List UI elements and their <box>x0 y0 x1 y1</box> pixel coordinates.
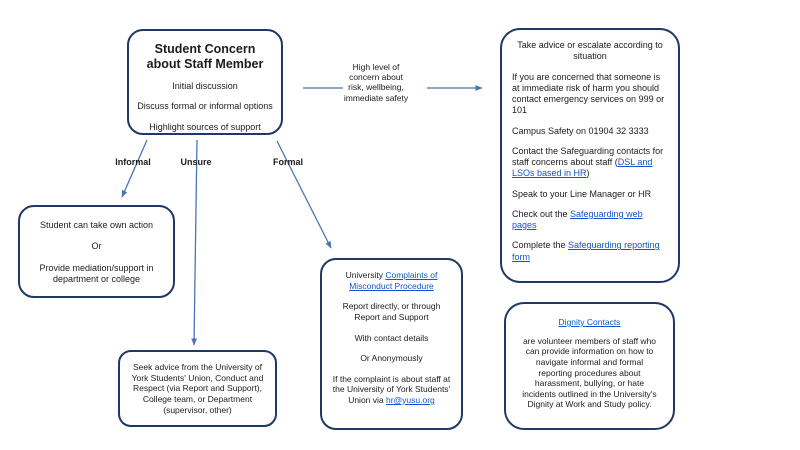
contact-details-text: With contact details <box>354 332 429 343</box>
web-pages-pre: Check out the <box>512 208 571 219</box>
safeguarding-contacts-post: ) <box>586 168 590 179</box>
emergency-services-text: If you are concerned that someone is at … <box>512 71 665 116</box>
high-level-concern-note: High level of concern about risk, wellbe… <box>343 62 409 103</box>
informal-branch-label: Informal <box>115 157 151 167</box>
own-action-line: Student can take own action <box>39 220 154 230</box>
reporting-form-pre: Complete the <box>512 240 569 251</box>
highlight-support-item: Highlight sources of support <box>149 121 261 132</box>
dignity-contacts-link[interactable]: Dignity Contacts <box>558 317 621 327</box>
unsure-branch-label: Unsure <box>180 157 212 167</box>
escalation-advice-box: Take advice or escalate according to sit… <box>500 28 680 283</box>
complaints-misconduct-procedure-link[interactable]: Complaints of Misconduct Procedure <box>349 270 438 291</box>
arrow-unsure <box>191 139 198 346</box>
own-action-box: Student can take own action Or Provide m… <box>18 205 175 298</box>
line-manager-text: Speak to your Line Manager or HR <box>512 188 652 199</box>
seek-advice-text: Seek advice from the University of York … <box>131 362 264 415</box>
or-line: Or <box>91 241 102 252</box>
yusu-hr-email-link[interactable]: hr@yusu.org <box>386 395 435 405</box>
yusu-staff-pre: If the complaint is about staff at the U… <box>332 373 451 405</box>
seek-advice-box: Seek advice from the University of York … <box>118 350 277 427</box>
safeguarding-contacts-text: Contact the Safeguarding contacts for st… <box>512 146 668 180</box>
arrow-formal <box>276 140 332 249</box>
discuss-options-item: Discuss formal or informal options <box>137 101 273 112</box>
yusu-staff-text: If the complaint is about staff at the U… <box>330 374 453 406</box>
formal-branch-label: Formal <box>272 157 304 167</box>
dsl-lsos-hr-link[interactable]: DSL and LSOs based in HR <box>512 157 653 179</box>
complaints-procedure-box: University Complaints of Misconduct Proc… <box>320 258 463 430</box>
student-concern-box: Student Concern about Staff Member Initi… <box>127 29 283 135</box>
dignity-contacts-heading: Dignity Contacts <box>518 317 661 328</box>
student-concern-title: Student Concern about Staff Member <box>146 42 264 71</box>
campus-safety-text: Campus Safety on 01904 32 3333 <box>512 125 649 136</box>
mediation-support-line: Provide mediation/support in department … <box>39 262 154 284</box>
safeguarding-reporting-form-link[interactable]: Safeguarding reporting form <box>512 240 660 262</box>
complaints-procedure-heading: University Complaints of Misconduct Proc… <box>330 270 453 291</box>
anonymously-text: Or Anonymously <box>360 353 423 364</box>
dignity-contacts-box: Dignity Contacts are volunteer members o… <box>504 302 675 430</box>
reporting-form-text: Complete the Safeguarding reporting form <box>512 240 668 263</box>
safeguarding-web-pages-link[interactable]: Safeguarding web pages <box>512 208 643 230</box>
arrow-informal <box>121 139 148 198</box>
safeguarding-contacts-pre: Contact the Safeguarding contacts for st… <box>512 145 664 167</box>
web-pages-text: Check out the Safeguarding web pages <box>512 209 668 232</box>
initial-discussion-item: Initial discussion <box>172 81 238 91</box>
report-directly-text: Report directly, or through Report and S… <box>342 301 441 322</box>
complaints-pre: University <box>345 270 386 280</box>
dignity-contacts-description: are volunteer members of staff who can p… <box>522 335 657 410</box>
escalation-heading: Take advice or escalate according to sit… <box>517 40 663 62</box>
